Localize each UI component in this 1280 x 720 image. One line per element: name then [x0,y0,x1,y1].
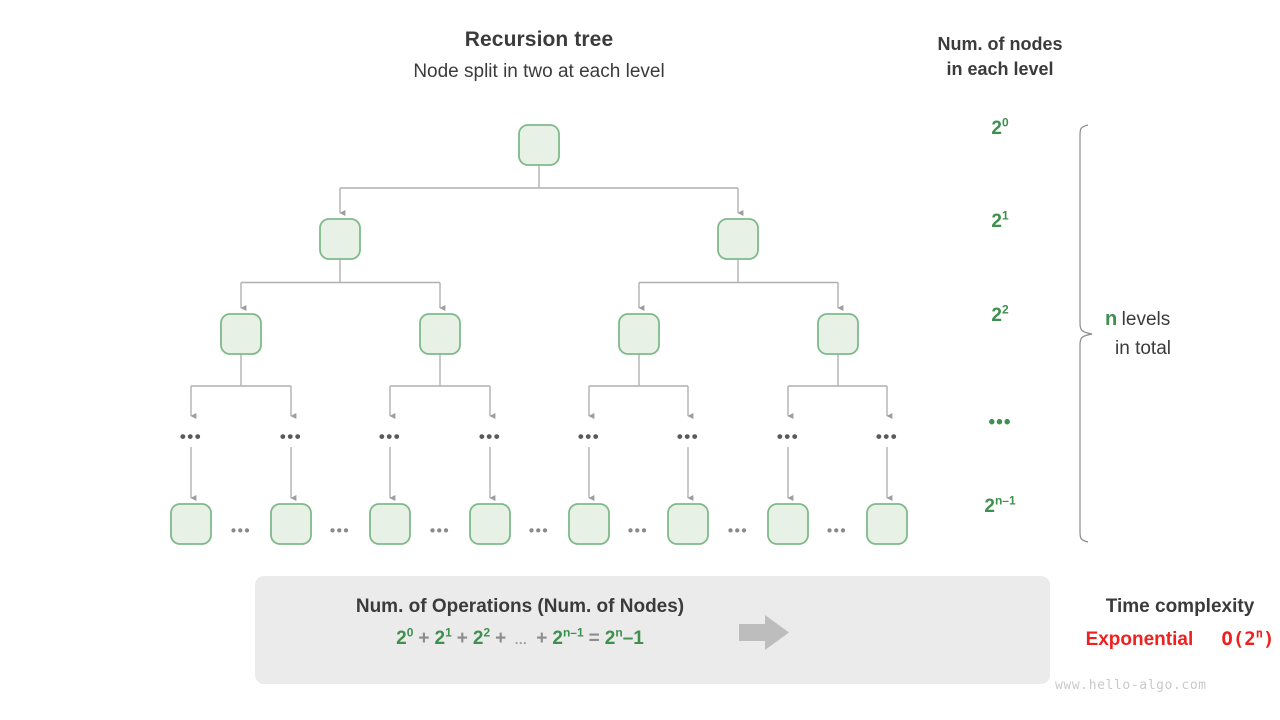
tree-ellipsis: ••• [676,427,700,446]
tree-ellipsis: ••• [279,427,303,446]
formula-plus: + [495,628,507,649]
level-count-ellipsis: ••• [988,412,1012,433]
level-count-2: 22 [940,302,1060,327]
levels-total-n: n [1105,308,1118,330]
levels-total-label: n levels in total [1105,305,1275,363]
level-count-base: 2 [991,305,1002,326]
tree-nodes [170,124,908,545]
page-subtitle: Node split in two at each level [413,61,665,82]
levels-total-text: levels [1121,309,1171,330]
levels-brace [1079,124,1093,543]
tree-ellipsis: ••• [478,427,502,446]
bottom-row-ellipsis: ••• [627,522,649,540]
bottom-row-ellipsis: ••• [727,522,749,540]
level-count-base: 2 [991,118,1002,139]
tree-node [170,503,212,545]
formula-equals: = [588,628,600,649]
complexity-name: Exponential [1085,629,1194,650]
level-count-exponent: 2 [1001,302,1009,317]
formula-term-1: 21 [434,625,452,649]
level-count-0: 20 [940,115,1060,140]
tree-ellipsis: ••• [378,427,402,446]
level-count-1: 21 [940,208,1060,233]
operations-formula: 20+21+22+…+2n–1=2n–1 [285,625,755,650]
tree-node [419,313,461,355]
watermark: www.hello-algo.com [1055,678,1207,693]
complexity-value: Exponential O(2n) [1045,628,1280,651]
right-arrow-icon [739,615,789,650]
formula-plus: + [456,628,468,649]
summary-panel: Num. of Operations (Num. of Nodes) 20+21… [255,576,1274,684]
tree-node [518,124,560,166]
tree-title-block: Recursion tree Node split in two at each… [339,26,739,86]
level-count-exponent: 1 [1001,208,1009,223]
bottom-row-ellipsis: ••• [429,522,451,540]
bottom-row-ellipsis: ••• [528,522,550,540]
counts-header-line1: Num. of nodes [937,34,1063,54]
counts-header: Num. of nodes in each level [880,32,1120,82]
page-title: Recursion tree [464,28,614,51]
formula-plus: + [418,628,430,649]
formula-term-0: 20 [396,625,414,649]
tree-node [270,503,312,545]
bottom-row-ellipsis: ••• [826,522,848,540]
level-count-exponent: n–1 [994,493,1016,508]
tree-node [667,503,709,545]
formula-term-2: 22 [472,625,491,649]
tree-node [717,218,759,260]
tree-node [866,503,908,545]
bottom-row-ellipsis: ••• [230,522,252,540]
tree-node [220,313,262,355]
level-count-4: 2n–1 [940,493,1060,518]
tree-node [369,503,411,545]
tree-connectors [190,165,893,501]
tree-node [469,503,511,545]
level-count-base: 2 [984,496,995,517]
tree-node [817,313,859,355]
formula-ellipsis: … [514,632,529,647]
tree-node [767,503,809,545]
complexity-block: Time complexity Exponential O(2n) [1045,594,1280,651]
formula-result: 2n–1 [604,625,644,649]
bottom-row-ellipsis: ••• [329,522,351,540]
tree-ellipsis: ••• [875,427,899,446]
level-count-exponent: 0 [1001,115,1009,130]
operations-block: Num. of Operations (Num. of Nodes) 20+21… [285,594,755,650]
level-count-base: 2 [991,211,1002,232]
counts-header-line2: in each level [946,59,1054,79]
tree-node [618,313,660,355]
tree-ellipsis: ••• [179,427,203,446]
tree-ellipsis: ••• [577,427,601,446]
complexity-title: Time complexity [1105,596,1255,617]
formula-last-term: 2n–1 [552,625,584,649]
tree-node [568,503,610,545]
levels-total-line2: in total [1115,338,1171,359]
tree-ellipsis: ••• [776,427,800,446]
operations-title: Num. of Operations (Num. of Nodes) [355,596,685,617]
formula-plus: + [536,628,548,649]
tree-node [319,218,361,260]
complexity-bigo: O(2n) [1221,626,1275,650]
